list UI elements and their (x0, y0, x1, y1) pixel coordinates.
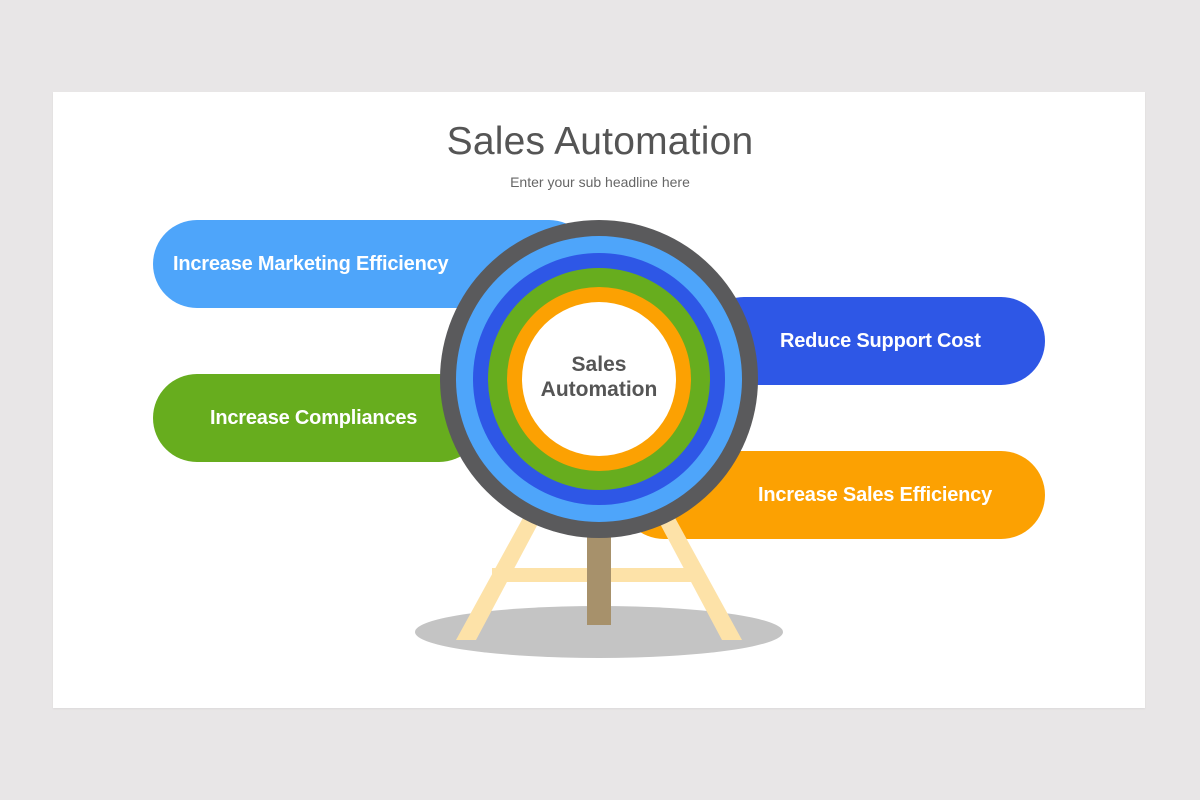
center-label-line2: Automation (540, 378, 658, 401)
easel-center-post (587, 525, 611, 625)
target-rings (440, 220, 758, 538)
pill-label: Increase Compliances (210, 406, 418, 429)
center-label-line1: Sales (571, 353, 627, 376)
target-center-label: Sales Automation (520, 352, 678, 402)
ring-center-white (522, 302, 676, 456)
pill-label: Increase Sales Efficiency (758, 483, 993, 506)
pill-label: Increase Marketing Efficiency (173, 252, 449, 275)
pill-increase-compliances: Increase Compliances (153, 374, 483, 462)
floor-shadow (415, 606, 783, 658)
slide-subtitle: Enter your sub headline here (510, 174, 690, 190)
slide-title: Sales Automation (446, 120, 754, 163)
pill-label: Reduce Support Cost (780, 329, 981, 352)
